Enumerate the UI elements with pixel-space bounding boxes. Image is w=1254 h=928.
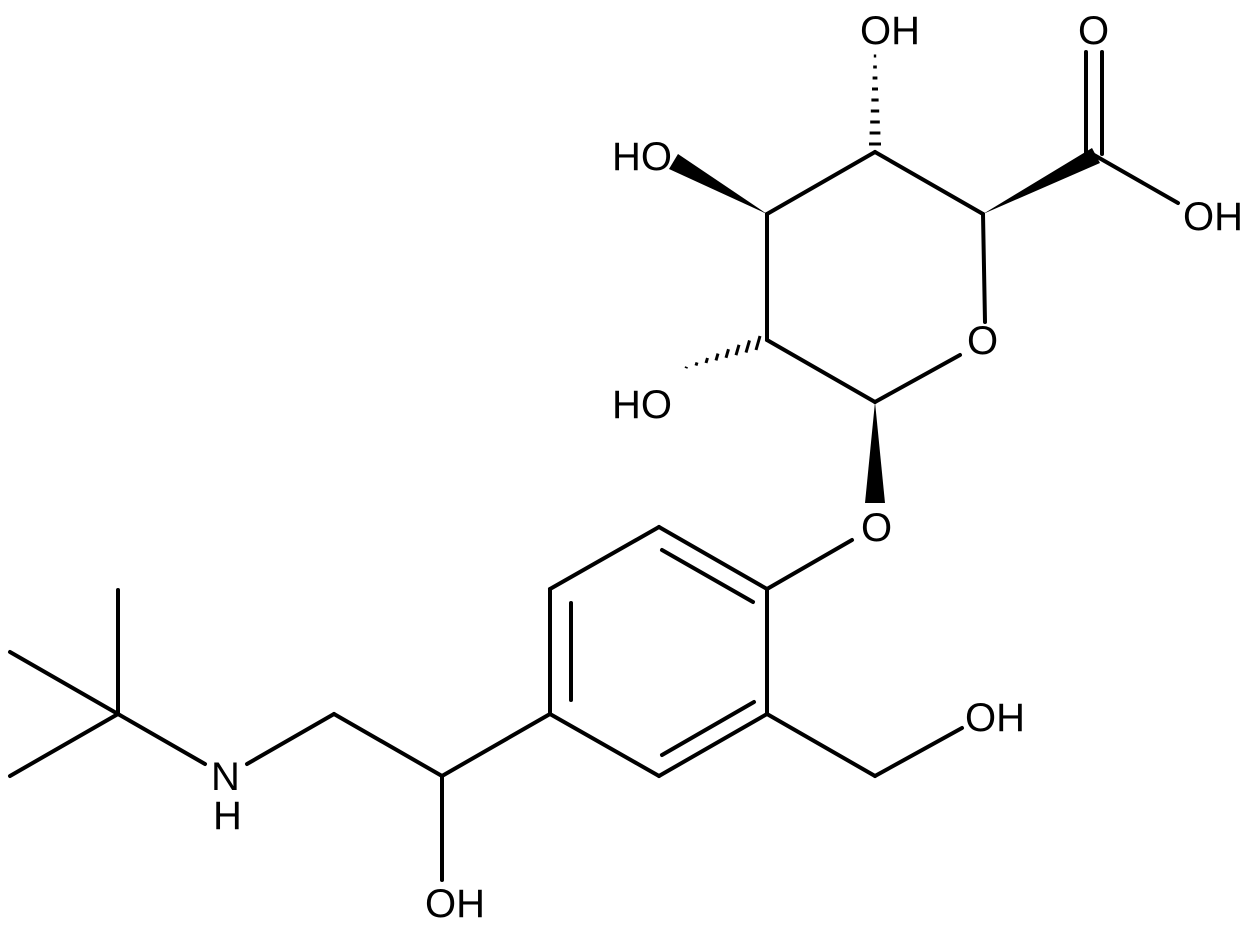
wedge-bond-c5-carboxyl <box>983 148 1100 214</box>
hydroxymethyl-group <box>765 712 964 778</box>
label-n-h: H <box>213 794 242 838</box>
bond-cq-me-down <box>8 712 120 778</box>
bond-ar-4 <box>548 712 661 778</box>
bond-c1-oring <box>873 353 962 404</box>
bond-ar-3-inner <box>660 700 756 757</box>
label-oh-c3: OH <box>860 9 920 53</box>
label-o-glycosidic: O <box>861 506 892 550</box>
bond-choh-ch2 <box>332 712 444 778</box>
bond-ar-oglyc <box>765 538 854 591</box>
bond-ar-3 <box>657 712 769 778</box>
label-oh-c4: HO <box>612 135 672 179</box>
bond-ch2-n <box>245 712 336 766</box>
bond-c5-c3 <box>873 150 985 216</box>
hashed-bond-c2-oh <box>684 335 762 369</box>
label-oh-chain: OH <box>425 882 485 926</box>
bond-c-oh-acid <box>1092 153 1180 205</box>
bond-ch2-oh <box>873 726 964 778</box>
bond-c2-c1 <box>765 338 877 404</box>
bond-ar-6 <box>548 525 661 591</box>
tert-butyl-group <box>8 588 120 778</box>
bond-ar-1 <box>657 525 769 591</box>
bond-cq-me-left <box>8 650 120 716</box>
label-n: N <box>211 755 240 799</box>
label-o-ring: O <box>967 319 998 363</box>
bond-oring-c5 <box>981 212 987 324</box>
bond-ar-1-inner <box>660 548 755 604</box>
label-o-carbonyl: O <box>1078 9 1109 53</box>
label-oh-c2: HO <box>612 383 672 427</box>
bond-c3-c4 <box>765 150 877 216</box>
bond-n-cq <box>116 712 207 766</box>
wedge-bond-c1-oglyc <box>865 402 885 503</box>
glucuronide-ring <box>765 150 987 404</box>
benzene-ring <box>548 525 769 778</box>
label-oh-acid: OH <box>1183 195 1243 239</box>
bond-ar-choh <box>440 712 552 778</box>
label-oh-benzylic: OH <box>965 696 1025 740</box>
wedge-bond-c4-oh <box>669 154 767 214</box>
aminoethanol-chain <box>116 712 552 882</box>
hashed-bond-c3-oh <box>869 54 881 146</box>
bond-ar-ch2 <box>765 712 877 778</box>
carboxyl-group <box>1084 50 1180 205</box>
